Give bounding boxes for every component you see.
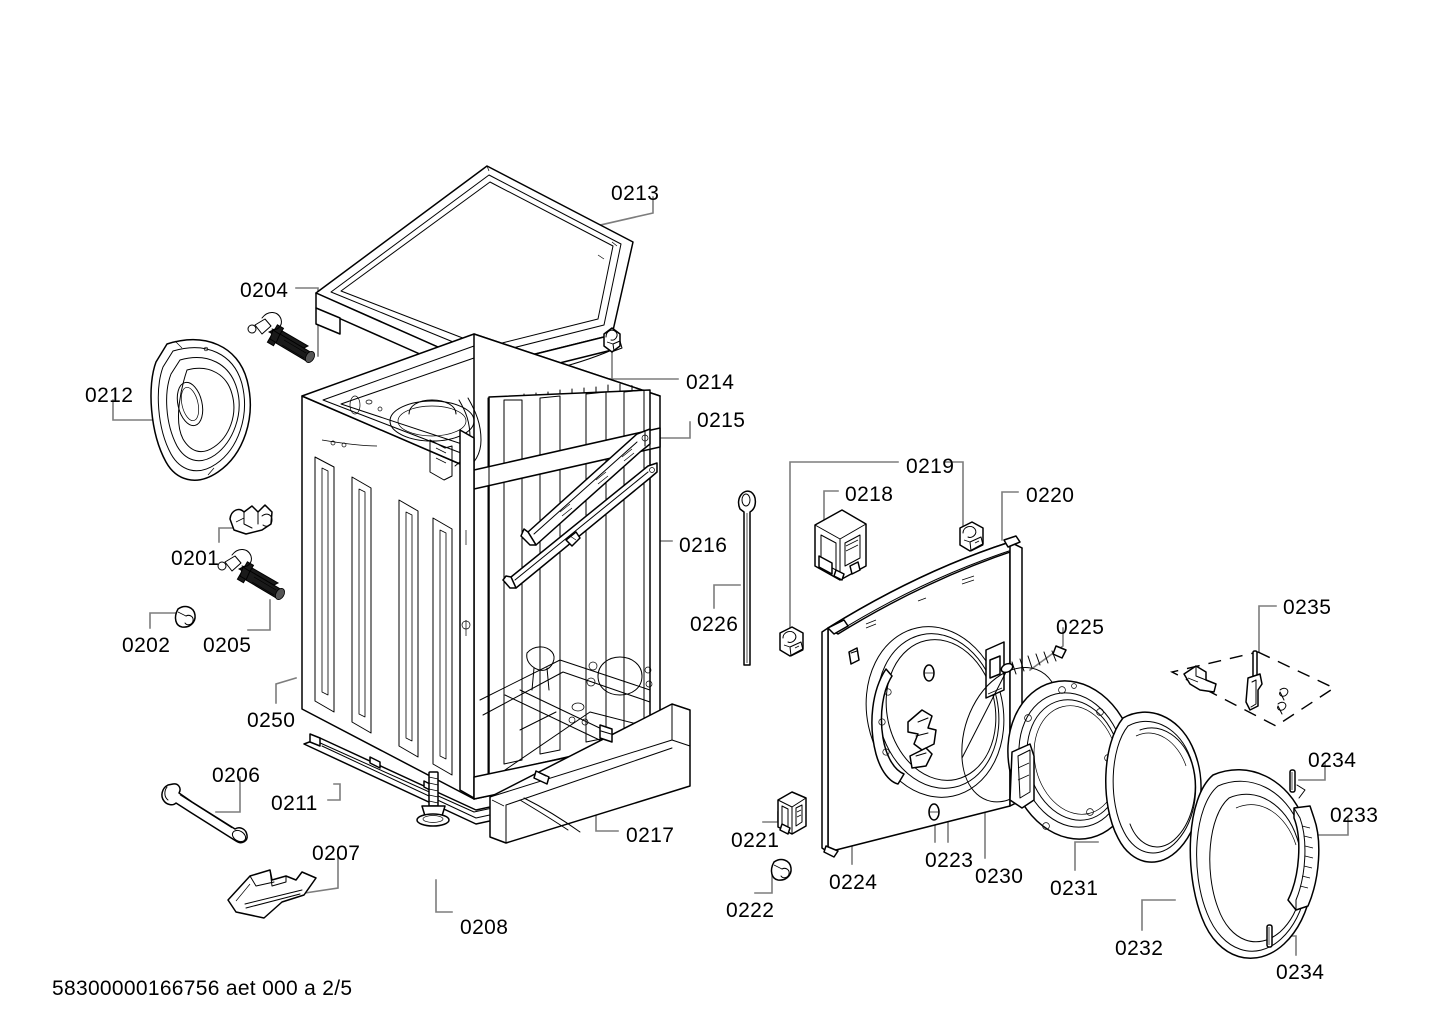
callout-label-0211: 0211 [271,792,318,815]
callout-label-0205: 0205 [203,634,252,657]
callout-label-0223: 0223 [925,849,974,872]
callout-label-0206: 0206 [212,764,261,787]
part-0212-rear-service-cover [150,339,251,481]
callout-label-0231: 0231 [1050,877,1099,900]
callout-label-0230: 0230 [975,865,1024,888]
callout-label-0225: 0225 [1056,616,1105,639]
callout-label-0219: 0219 [906,455,955,478]
part-0207-tilt-bracket-foot [227,869,317,919]
drawing-footer-code: 58300000166756 aet 000 a 2/5 [52,977,353,1000]
part-0222-rubber-buffer-stop [770,858,792,881]
callout-label-0233: 0233 [1330,804,1379,827]
callout-label-0250: 0250 [247,709,296,732]
callout-label-0204: 0204 [240,279,289,302]
part-0204-transport-bolt-upper [247,312,315,363]
part-0214-top-retaining-clip [603,327,623,353]
callout-label-0201: 0201 [171,547,220,570]
callout-label-0221: 0221 [731,829,780,852]
part-0250-cabinet-housing-shell [301,333,661,800]
callout-label-0220: 0220 [1026,484,1075,507]
callout-label-0216: 0216 [679,534,728,557]
part-0231-door-glass-bowl [1105,711,1202,863]
callout-label-0234-lower: 0234 [1276,961,1325,984]
part-0217-detergent-drawer-fascia [489,703,691,844]
callout-label-0234-upper: 0234 [1308,749,1357,772]
part-0221-door-lock-interlock [777,791,807,835]
callout-label-0207: 0207 [312,842,361,865]
callout-label-0215: 0215 [697,409,746,432]
part-0235-door-handle-repair-kit [1169,650,1336,727]
part-0220-front-panel [821,535,1023,858]
part-0216-side-rail-lower [502,462,658,589]
part-0219-panel-retaining-clip [779,521,984,657]
part-0208-bolt-with-washer [416,771,450,827]
callout-label-0224: 0224 [829,871,878,894]
callout-label-0202: 0202 [122,634,171,657]
part-0234-hinge-pin-lower [1266,924,1273,948]
callout-label-0226: 0226 [690,613,739,636]
callout-label-0232: 0232 [1115,937,1164,960]
part-0202-rubber-grommet-plug [174,605,196,628]
callout-label-0208: 0208 [460,916,509,939]
part-0215-side-rail-upper [520,428,651,546]
part-0233-door-handle-grip [1287,805,1320,911]
part-0234-hinge-pin-upper [1289,769,1296,793]
callout-label-0222: 0222 [726,899,775,922]
part-0205-transport-bolt-lower [217,549,285,600]
part-0206-combination-spanner [161,783,248,844]
part-0230-door-inner-ring [1007,680,1137,840]
callout-label-0235: 0235 [1283,596,1332,619]
part-0226-tie-rod-strap [737,490,757,666]
callout-label-0213: 0213 [611,182,660,205]
callout-label-0217: 0217 [626,824,675,847]
part-0201-hose-clamp-bracket [229,504,273,535]
callout-label-0214: 0214 [686,371,735,394]
callout-label-0218: 0218 [845,483,894,506]
part-0232-door-outer-trim-ring [1189,769,1314,959]
part-0218-control-module-housing [814,509,867,581]
callout-label-0212: 0212 [85,384,134,407]
